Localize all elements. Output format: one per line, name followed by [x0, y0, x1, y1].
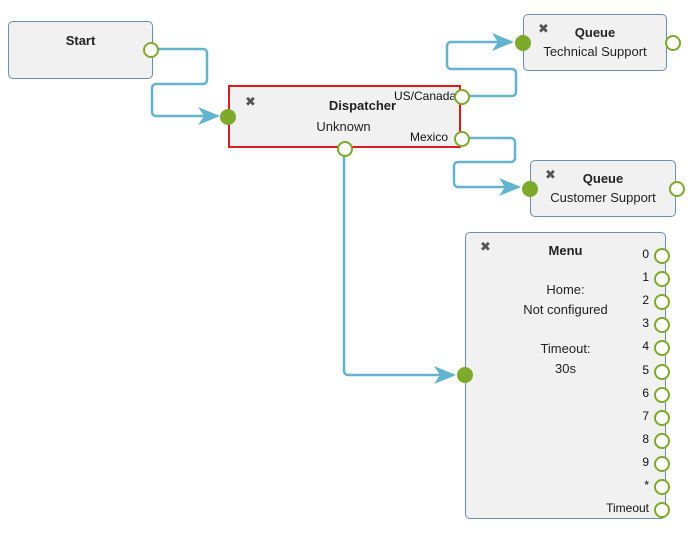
dispatcher-output-port-us-canada[interactable] [454, 89, 470, 105]
menu-output-port[interactable] [654, 386, 670, 403]
dispatcher-node[interactable]: ✖ Dispatcher Unknown US/Canada Mexico [220, 85, 470, 157]
menu-output-port[interactable] [654, 248, 670, 264]
connector-dispatcher-to-queue-customer[interactable] [452, 136, 521, 196]
menu-output-port[interactable] [654, 317, 670, 334]
menu-home-label: Home: [546, 282, 585, 297]
dispatcher-input-port[interactable] [220, 109, 236, 125]
queue-customer-support-input-port[interactable] [522, 181, 538, 197]
connector-dispatcher-to-menu[interactable] [342, 153, 456, 384]
menu-output-port[interactable] [654, 340, 670, 357]
queue-technical-support-node[interactable]: ✖ Queue Technical Support [515, 14, 681, 71]
connector-start-to-dispatcher[interactable] [150, 47, 220, 125]
queue-customer-support-output-port[interactable] [669, 181, 685, 197]
queue-technical-support-name: Technical Support [543, 44, 647, 59]
menu-port-label: 9 [642, 454, 649, 469]
menu-port-label: Timeout [606, 501, 649, 516]
dispatcher-node-title: Dispatcher [328, 98, 397, 113]
menu-output-port[interactable] [654, 363, 670, 380]
queue-customer-support-name: Customer Support [550, 190, 656, 205]
menu-port-label: 8 [642, 431, 649, 446]
menu-port-label: 4 [642, 339, 649, 354]
menu-home-value: Not configured [523, 302, 608, 317]
queue-technical-support-output-port[interactable] [665, 35, 681, 51]
dispatcher-port-label-us-canada: US/Canada [394, 89, 457, 103]
queue-technical-support-title: Queue [574, 25, 616, 40]
start-output-port[interactable] [143, 42, 159, 58]
menu-output-port[interactable] [654, 479, 670, 495]
menu-node[interactable]: ✖ Menu Home: Not configured Timeout: 30s… [457, 232, 670, 519]
delete-icon[interactable]: ✖ [538, 21, 549, 36]
menu-input-port[interactable] [457, 367, 473, 383]
start-node[interactable]: Start [8, 21, 159, 79]
menu-port-label: 1 [642, 270, 649, 285]
delete-icon[interactable]: ✖ [545, 167, 556, 182]
menu-timeout-value: 30s [555, 361, 576, 376]
menu-port-label: 6 [642, 385, 649, 400]
menu-port-label: 2 [642, 293, 649, 308]
dispatcher-node-status: Unknown [316, 119, 371, 134]
menu-output-port[interactable] [654, 294, 670, 311]
dispatcher-port-label-mexico: Mexico [410, 130, 449, 144]
queue-technical-support-input-port[interactable] [515, 35, 531, 51]
connector-dispatcher-to-queue-tech[interactable] [445, 33, 518, 98]
menu-output-port[interactable] [654, 502, 670, 519]
menu-port-label: 3 [642, 316, 649, 331]
start-node-title: Start [65, 33, 96, 48]
menu-output-port[interactable] [654, 409, 670, 426]
queue-customer-support-node[interactable]: ✖ Queue Customer Support [522, 160, 685, 217]
menu-timeout-label: Timeout: [540, 341, 591, 356]
menu-output-port[interactable] [654, 455, 670, 472]
delete-icon[interactable]: ✖ [245, 94, 256, 109]
menu-output-port[interactable] [654, 271, 670, 288]
dispatcher-output-port-mexico[interactable] [454, 131, 470, 147]
menu-node-title: Menu [548, 243, 583, 258]
menu-output-port[interactable] [654, 432, 670, 449]
menu-port-label: * [644, 478, 649, 492]
dispatcher-default-output-port[interactable] [337, 141, 353, 157]
queue-customer-support-title: Queue [582, 171, 624, 186]
menu-port-label: 7 [642, 408, 649, 423]
delete-icon[interactable]: ✖ [480, 239, 491, 254]
menu-port-label: 5 [642, 362, 649, 377]
menu-port-label: 0 [642, 247, 649, 261]
